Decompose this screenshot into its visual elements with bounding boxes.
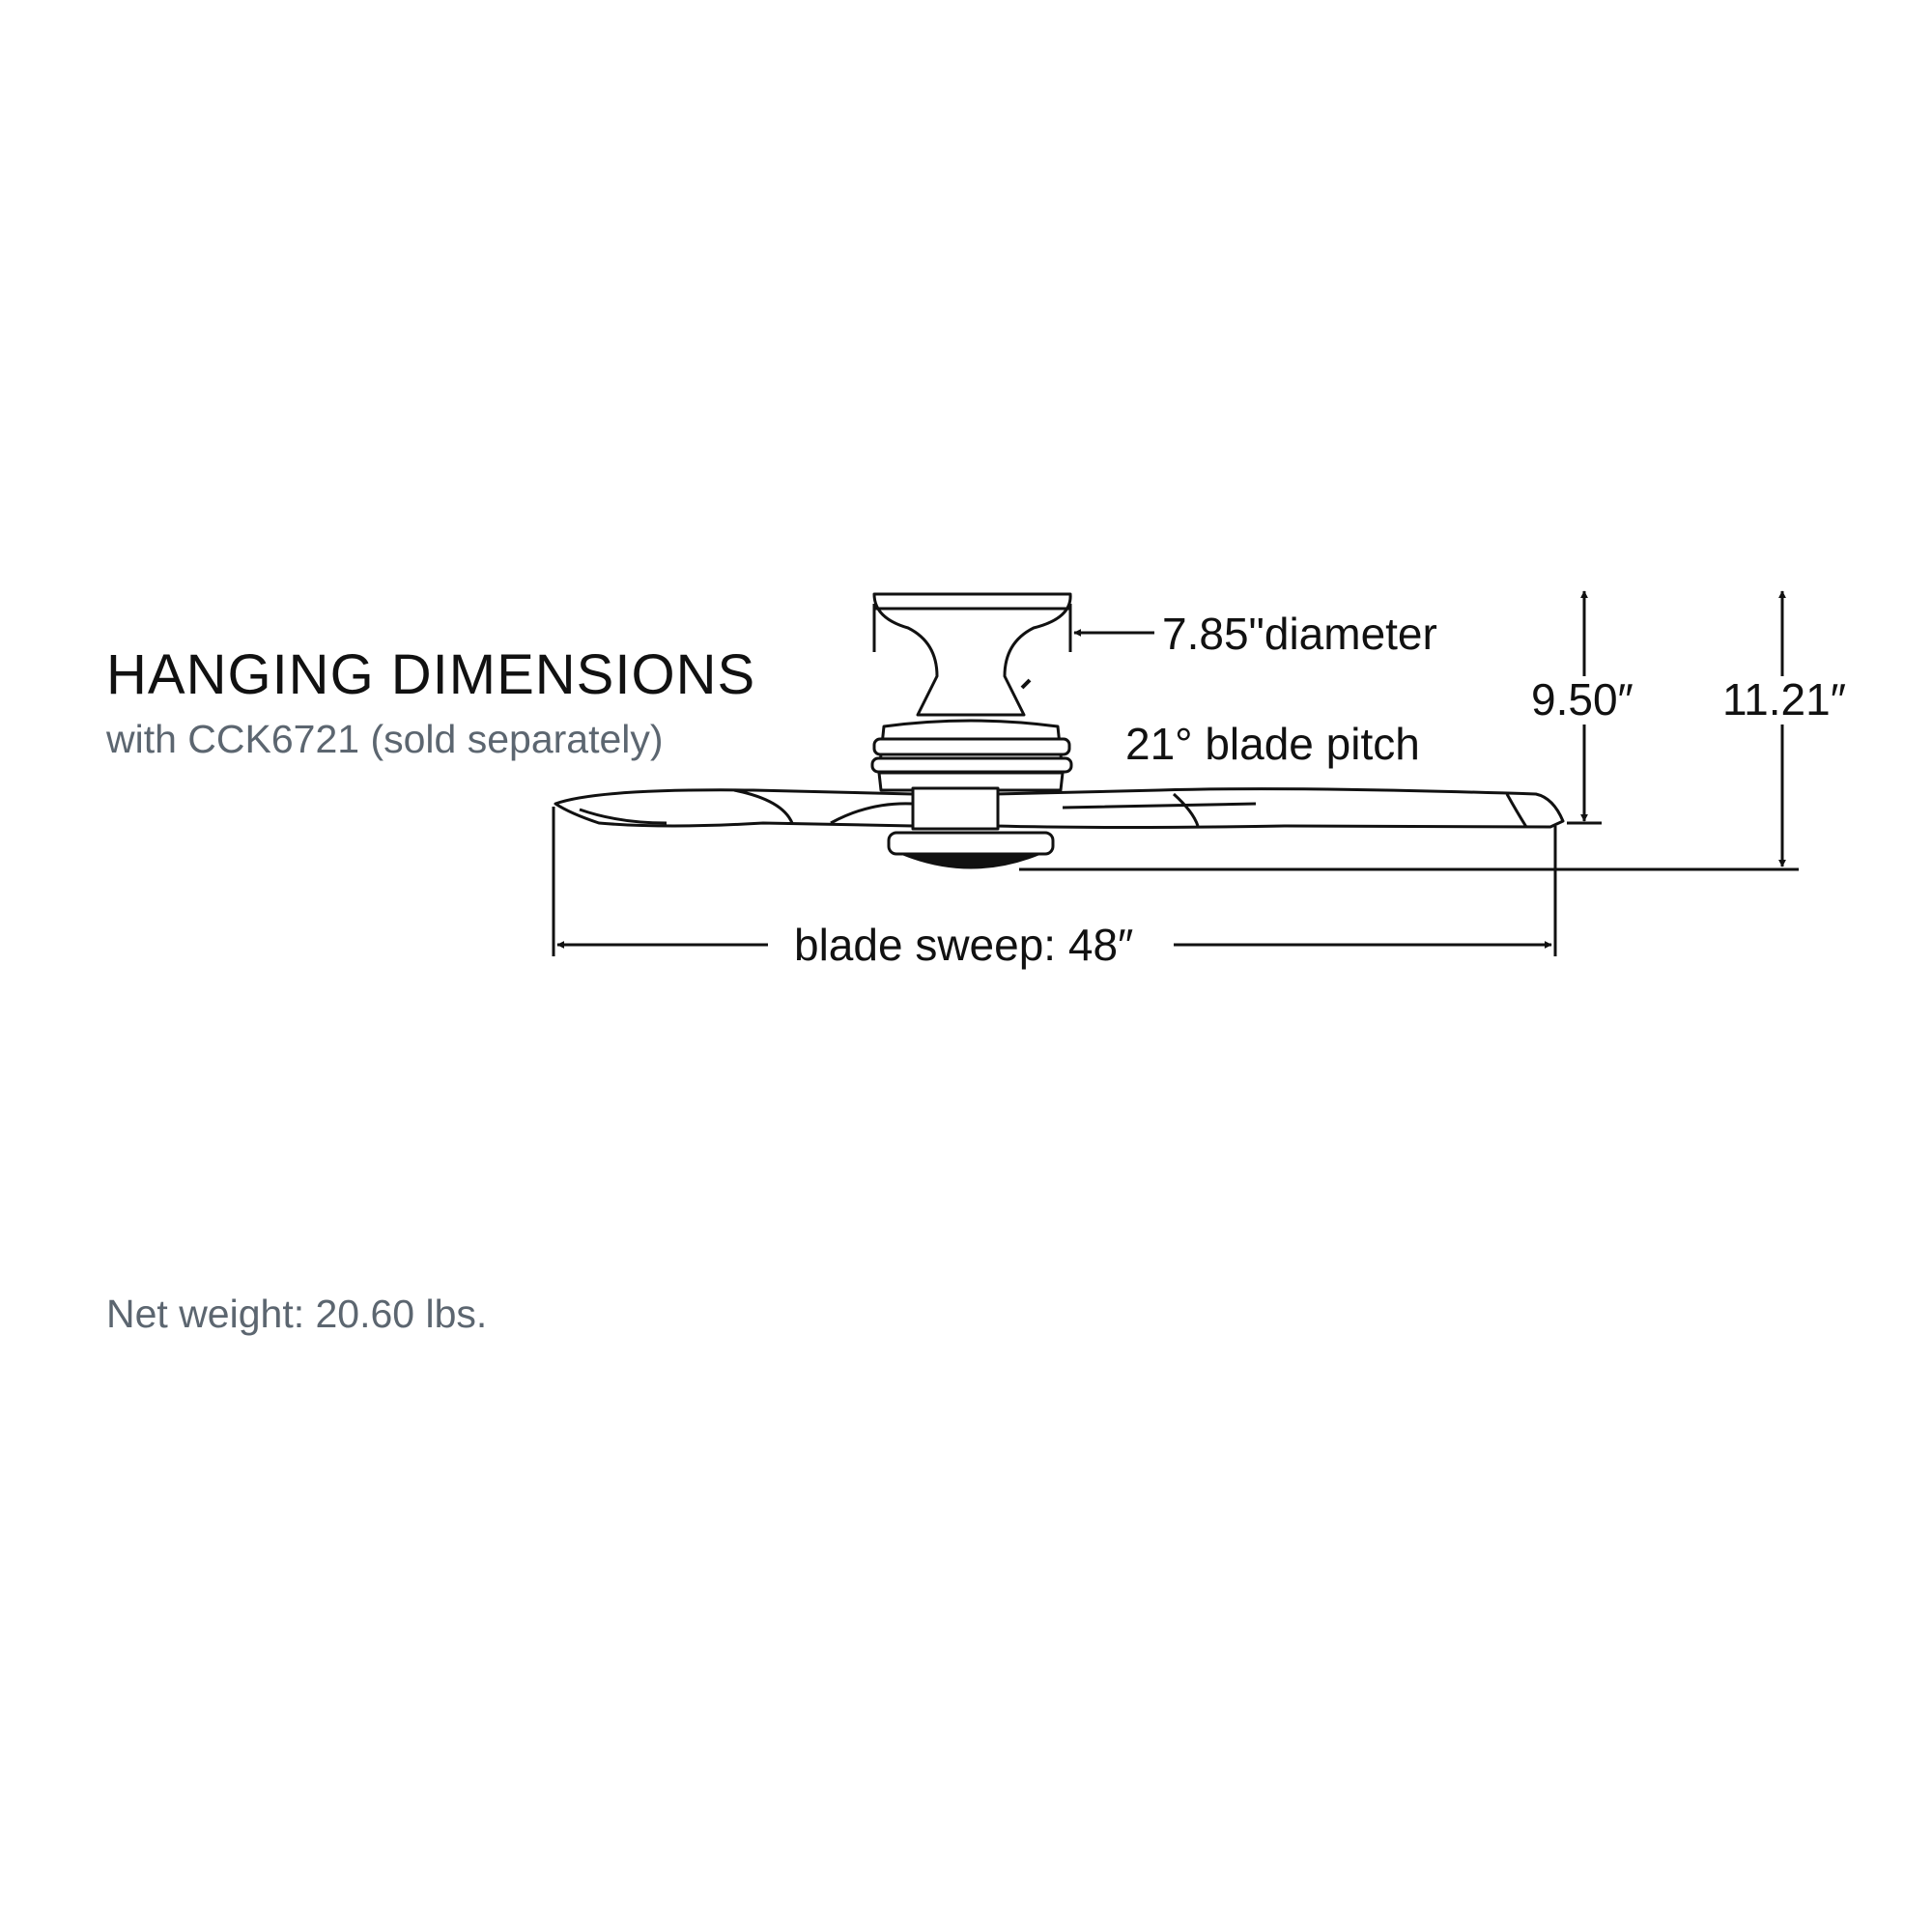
canopy-diameter-label: 7.85"diameter [1162,609,1437,659]
light-kit-bowl [901,852,1040,869]
motor-band-2 [870,756,1073,774]
motor-bottom [877,771,1065,792]
ceiling-fan-illustration [554,592,1565,869]
right-blade [993,787,1565,829]
canopy-diameter-dimension [872,604,1154,652]
diagram-subtitle: with CCK6721 (sold separately) [106,717,664,761]
blade-sweep-dimension [552,807,1557,956]
canopy-pin [1020,678,1032,690]
height-to-blade-label: 9.50″ [1531,674,1634,724]
blade-pitch-label: 21° blade pitch [1125,719,1420,769]
canopy-shape [872,592,1072,717]
left-blade [554,788,915,828]
overall-height-dimension [1019,590,1799,871]
right-blade-twist [1062,792,1528,828]
height-to-blade-dimension [1567,590,1602,825]
fan-hub [911,786,1000,831]
diagram-title: HANGING DIMENSIONS [106,643,756,706]
light-kit-collar [887,831,1055,856]
blade-sweep-label: blade sweep: 48″ [794,920,1133,970]
left-blade-twist [579,788,914,825]
net-weight-text: Net weight: 20.60 lbs. [106,1292,488,1336]
motor-band-1 [872,737,1071,756]
overall-height-label: 11.21″ [1722,674,1846,724]
